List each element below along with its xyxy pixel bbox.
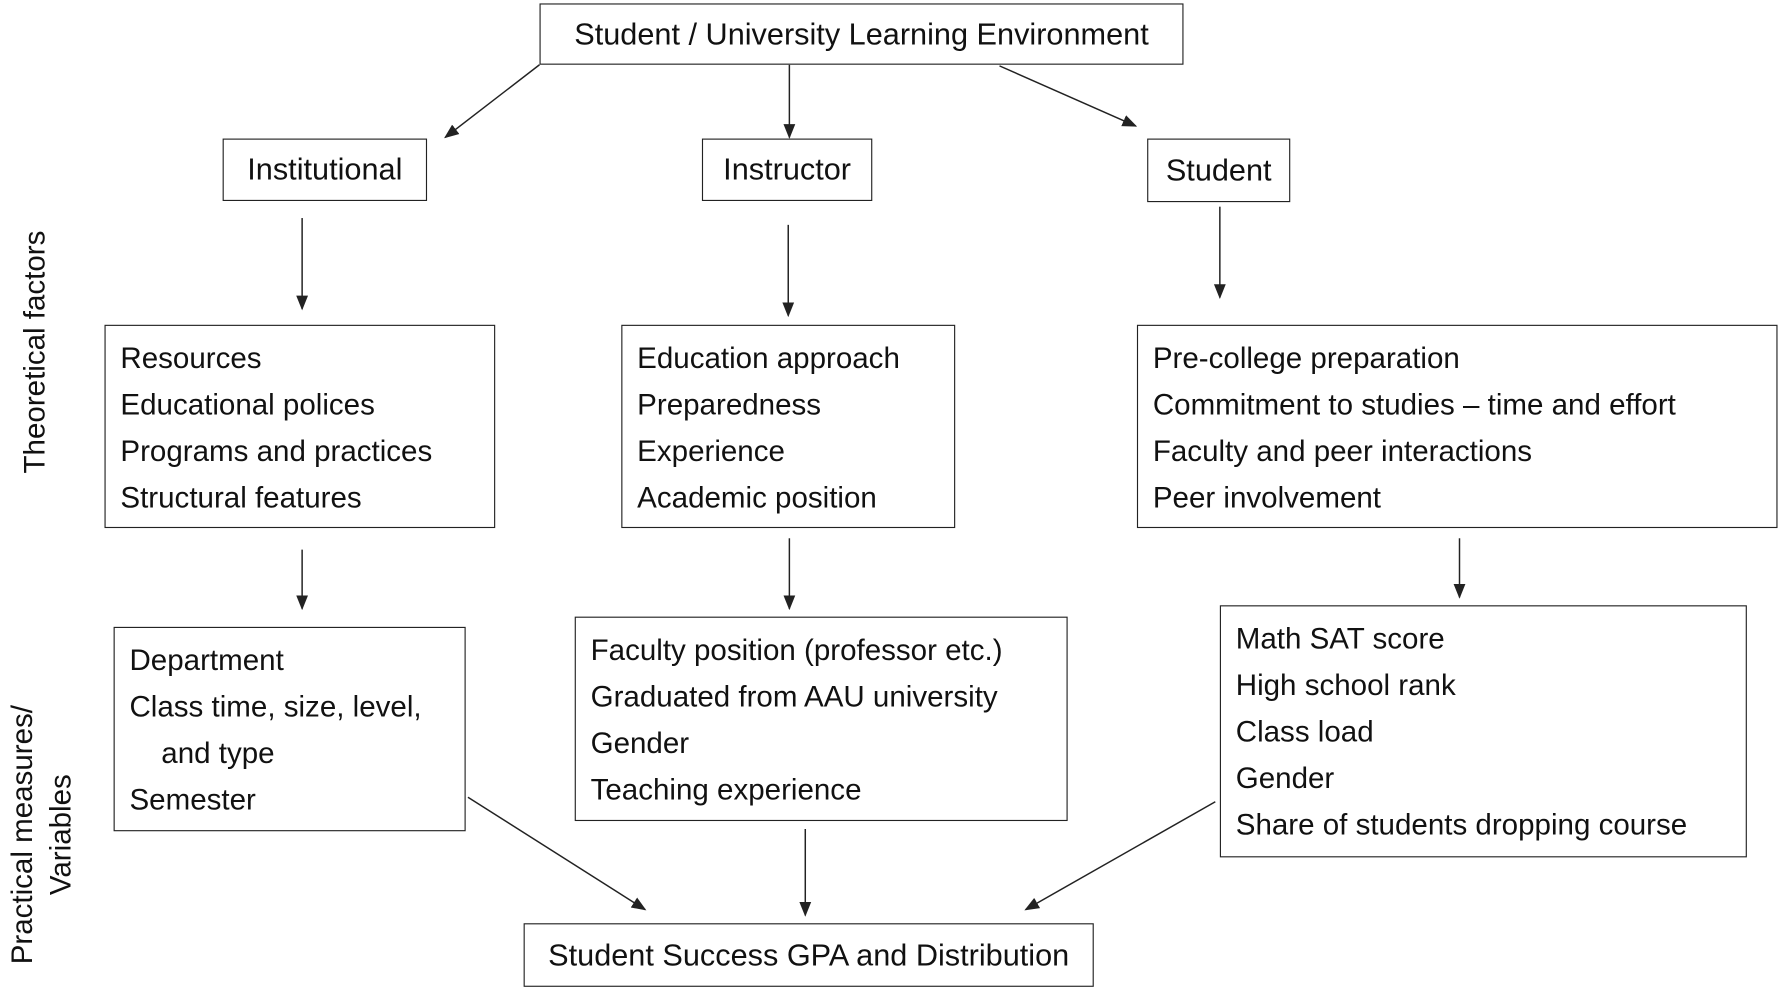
arrow — [467, 796, 647, 911]
variable-item: Share of students dropping course — [1235, 807, 1688, 842]
factor-item: Education approach — [637, 340, 900, 375]
arrow — [444, 64, 540, 139]
practical-measures-label: Practical measures/ Variables — [2, 705, 79, 964]
instructor-header: Instructor — [701, 138, 873, 202]
factor-item: Educational polices — [120, 387, 375, 422]
variable-item: Gender — [1235, 760, 1335, 795]
arrow — [1024, 801, 1216, 911]
institutional-header: Institutional — [222, 138, 428, 202]
practical-label-line: Variables — [43, 774, 78, 896]
variable-item: Math SAT score — [1235, 621, 1445, 656]
variable-item: and type — [161, 735, 275, 770]
instructor-factors: Education approach Preparedness Experien… — [621, 324, 956, 529]
factor-item: Experience — [637, 433, 785, 468]
variable-item: Semester — [129, 782, 256, 817]
root-box: Student / University Learning Environmen… — [539, 3, 1184, 65]
factor-item: Pre-college preparation — [1152, 340, 1460, 375]
factor-item: Resources — [120, 340, 262, 375]
factor-item: Academic position — [637, 480, 877, 515]
practical-label-line: Practical measures/ — [4, 705, 39, 965]
student-variables: Math SAT score High school rank Class lo… — [1219, 605, 1747, 858]
variable-item: High school rank — [1235, 667, 1456, 702]
arrow — [999, 65, 1138, 127]
variable-item: Class time, size, level, — [129, 689, 422, 724]
theoretical-factors-label: Theoretical factors — [17, 230, 52, 474]
institutional-factors: Resources Educational polices Programs a… — [104, 324, 496, 529]
variable-item: Gender — [590, 725, 690, 760]
factor-item: Peer involvement — [1152, 480, 1382, 515]
student-header: Student — [1147, 138, 1291, 203]
variable-item: Graduated from AAU university — [590, 679, 998, 714]
variable-item: Class load — [1235, 714, 1374, 749]
variable-item: Faculty position (professor etc.) — [590, 632, 1003, 667]
factor-item: Preparedness — [637, 387, 822, 422]
institutional-variables: Department Class time, size, level, and … — [113, 626, 466, 832]
variable-item: Department — [129, 642, 284, 677]
outcome-box: Student Success GPA and Distribution — [523, 923, 1094, 987]
factor-item: Commitment to studies – time and effort — [1152, 387, 1676, 422]
student-factors: Pre-college preparation Commitment to st… — [1136, 324, 1778, 529]
factor-item: Programs and practices — [120, 433, 433, 468]
variable-item: Teaching experience — [590, 772, 862, 807]
factor-item: Structural features — [120, 480, 362, 515]
instructor-variables: Faculty position (professor etc.) Gradua… — [574, 616, 1068, 822]
factor-item: Faculty and peer interactions — [1152, 433, 1533, 468]
